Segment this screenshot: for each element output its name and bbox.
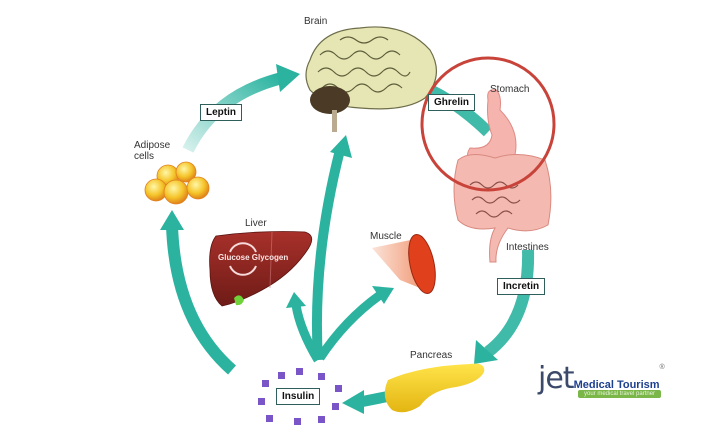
- liver-label: Liver: [245, 218, 267, 229]
- ghrelin-box: Ghrelin: [428, 94, 476, 111]
- arrow-pancreas-to-insulin: [342, 390, 392, 414]
- incretin-box: Incretin: [497, 278, 546, 295]
- brain-label: Brain: [304, 16, 328, 27]
- logo-tagline: your medical travel partner: [578, 390, 662, 398]
- insulin-box: Insulin: [276, 388, 321, 405]
- intestines-label: Intestines: [506, 242, 549, 253]
- adipose-label: Adipose cells: [134, 140, 170, 162]
- arrow-insulin-to-adipose: [160, 210, 237, 375]
- highlight-circle: [420, 56, 556, 192]
- logo-name: Medical Tourism: [573, 379, 660, 391]
- muscle-label: Muscle: [370, 231, 402, 242]
- arrow-insulin-to-liver: [286, 292, 322, 363]
- brain-illustration: [305, 26, 437, 132]
- insulin-molecules: [258, 368, 342, 425]
- liver-illustration: [209, 231, 313, 307]
- intestines-illustration: [453, 154, 552, 263]
- logo-registered: ®: [659, 364, 665, 371]
- muscle-illustration: [372, 234, 436, 294]
- logo-brand: jet: [538, 361, 575, 396]
- arrow-intestines-to-pancreas: [474, 249, 535, 364]
- adipose-cells-illustration: [144, 161, 210, 205]
- arrow-insulin-to-brain: [311, 135, 352, 361]
- arrow-insulin-to-muscle: [316, 286, 394, 361]
- jet-medical-tourism-logo: jetMedical Tourism ® your medical travel …: [538, 361, 665, 398]
- liver-glucose-glycogen-label: Glucose Glycogen: [218, 253, 289, 262]
- stomach-label: Stomach: [490, 84, 530, 95]
- pancreas-label: Pancreas: [410, 350, 453, 361]
- adipose-label-line2: cells: [134, 151, 155, 162]
- pancreas-illustration: [384, 363, 485, 413]
- adipose-label-line1: Adipose: [134, 140, 171, 151]
- leptin-box: Leptin: [200, 104, 242, 121]
